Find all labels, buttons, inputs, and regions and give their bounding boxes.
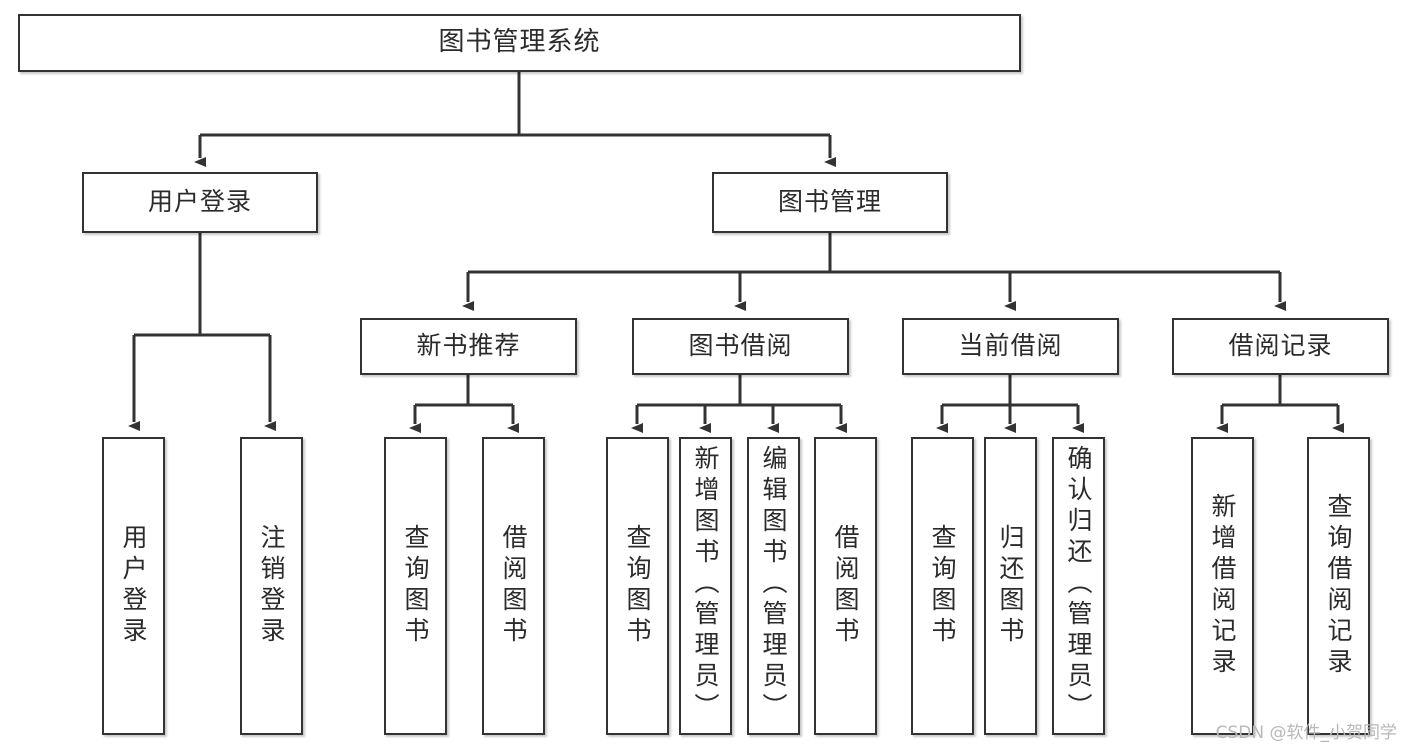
node-label: 图书管理系统	[438, 27, 601, 58]
leaf-query-book-recommend[interactable]: 查询图书	[384, 437, 447, 735]
node-current-borrow[interactable]: 当前借阅	[902, 318, 1119, 375]
node-label: 编辑图书（管理员）	[759, 445, 788, 724]
node-label: 用户登录	[119, 524, 148, 648]
leaf-edit-book-admin[interactable]: 编辑图书（管理员）	[747, 437, 800, 735]
node-label: 新增图书（管理员）	[691, 445, 720, 724]
leaf-query-book-borrow[interactable]: 查询图书	[606, 437, 669, 735]
node-label: 借阅图书	[499, 524, 528, 648]
node-label: 图书管理	[777, 187, 882, 217]
leaf-add-book-admin[interactable]: 新增图书（管理员）	[679, 437, 732, 735]
node-book-management[interactable]: 图书管理	[712, 172, 948, 233]
leaf-return-book[interactable]: 归还图书	[984, 437, 1037, 735]
node-label: 查询图书	[928, 524, 957, 648]
node-book-borrow[interactable]: 图书借阅	[632, 318, 849, 375]
node-label: 借阅记录	[1228, 331, 1333, 361]
node-root-book-management-system[interactable]: 图书管理系统	[18, 14, 1021, 72]
node-label: 借阅图书	[831, 524, 860, 648]
node-label: 注销登录	[257, 524, 286, 648]
node-label: 查询借阅记录	[1324, 493, 1353, 679]
node-label: 查询图书	[401, 524, 430, 648]
leaf-add-borrow-record[interactable]: 新增借阅记录	[1191, 437, 1254, 735]
node-label: 用户登录	[147, 187, 252, 217]
leaf-query-borrow-record[interactable]: 查询借阅记录	[1307, 437, 1370, 735]
node-new-book-recommend[interactable]: 新书推荐	[360, 318, 577, 375]
node-label: 确认归还（管理员）	[1064, 445, 1093, 724]
leaf-user-logout[interactable]: 注销登录	[240, 437, 303, 735]
leaf-query-book-current[interactable]: 查询图书	[911, 437, 974, 735]
leaf-borrow-book-recommend[interactable]: 借阅图书	[482, 437, 545, 735]
watermark: CSDN @软件_小贺同学	[1215, 723, 1397, 743]
leaf-user-login[interactable]: 用户登录	[102, 437, 165, 735]
node-label: 新书推荐	[416, 331, 521, 361]
leaf-confirm-return-admin[interactable]: 确认归还（管理员）	[1052, 437, 1105, 735]
leaf-borrow-book[interactable]: 借阅图书	[814, 437, 877, 735]
node-label: 当前借阅	[958, 331, 1063, 361]
node-label: 新增借阅记录	[1208, 493, 1237, 679]
node-label: 归还图书	[996, 524, 1025, 648]
node-label: 图书借阅	[688, 331, 793, 361]
node-label: 查询图书	[623, 524, 652, 648]
node-user-login[interactable]: 用户登录	[82, 172, 318, 233]
node-borrow-record[interactable]: 借阅记录	[1172, 318, 1389, 375]
